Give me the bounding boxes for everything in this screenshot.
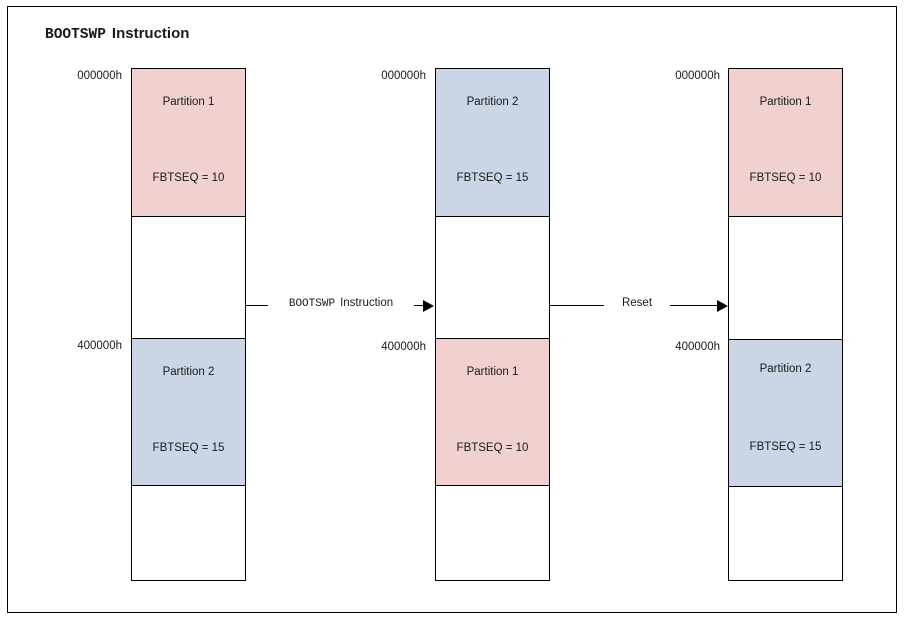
address-label-bottom-col1: 400000h (77, 340, 122, 352)
memory-block-bottom-col2: Partition 1 FBTSEQ = 10 (436, 338, 549, 486)
memory-block-name: Partition 2 (162, 366, 215, 378)
memory-block-value: FBTSEQ = 15 (456, 171, 529, 184)
memory-block-name: Partition 1 (759, 95, 812, 108)
address-label-top-col3: 000000h (675, 70, 720, 82)
memory-block-name: Partition 2 (759, 363, 812, 375)
memory-block-bottom-col1: Partition 2 FBTSEQ = 15 (132, 338, 245, 486)
arrow-label-sans: Instruction (340, 297, 394, 309)
page-title-mono: BOOTSWP (45, 27, 106, 43)
memory-block-top-col3: Partition 1 FBTSEQ = 10 (729, 67, 842, 217)
memory-block-value: FBTSEQ = 10 (749, 171, 822, 184)
memory-block-name: Partition 1 (466, 366, 519, 378)
address-label-bottom-col3: 400000h (675, 341, 720, 353)
arrow-bootswp-instruction: BOOTSWP Instruction (246, 286, 436, 326)
arrow-label-bootswp: BOOTSWP Instruction (268, 297, 414, 310)
page-title: BOOTSWP Instruction (45, 25, 189, 43)
arrow-head-icon (717, 299, 728, 312)
memory-column-after-bootswp: Partition 2 FBTSEQ = 15 Partition 1 FBTS… (435, 67, 550, 581)
memory-block-bottom-col3: Partition 2 FBTSEQ = 15 (729, 339, 842, 487)
arrow-reset: Reset (550, 286, 730, 326)
page-title-sans: Instruction (111, 25, 190, 42)
memory-block-top-col1: Partition 1 FBTSEQ = 10 (132, 67, 245, 217)
memory-column-after-reset: Partition 1 FBTSEQ = 10 Partition 2 FBTS… (728, 67, 843, 581)
arrow-label-mono: BOOTSWP (288, 298, 336, 310)
arrow-head-icon (423, 299, 434, 312)
memory-block-name: Partition 1 (162, 95, 215, 108)
address-label-top-col2: 000000h (381, 70, 426, 82)
address-label-bottom-col2: 400000h (381, 341, 426, 353)
memory-block-value: FBTSEQ = 15 (749, 441, 822, 453)
address-label-top-col1: 000000h (77, 70, 122, 82)
arrow-label-sans: Reset (621, 297, 653, 309)
memory-column-initial: Partition 1 FBTSEQ = 10 Partition 2 FBTS… (131, 67, 246, 581)
memory-block-value: FBTSEQ = 15 (152, 442, 225, 454)
memory-block-value: FBTSEQ = 10 (152, 171, 225, 184)
memory-block-value: FBTSEQ = 10 (456, 442, 529, 454)
arrow-label-reset: Reset (604, 297, 670, 309)
memory-block-name: Partition 2 (466, 95, 519, 108)
memory-block-top-col2: Partition 2 FBTSEQ = 15 (436, 67, 549, 217)
